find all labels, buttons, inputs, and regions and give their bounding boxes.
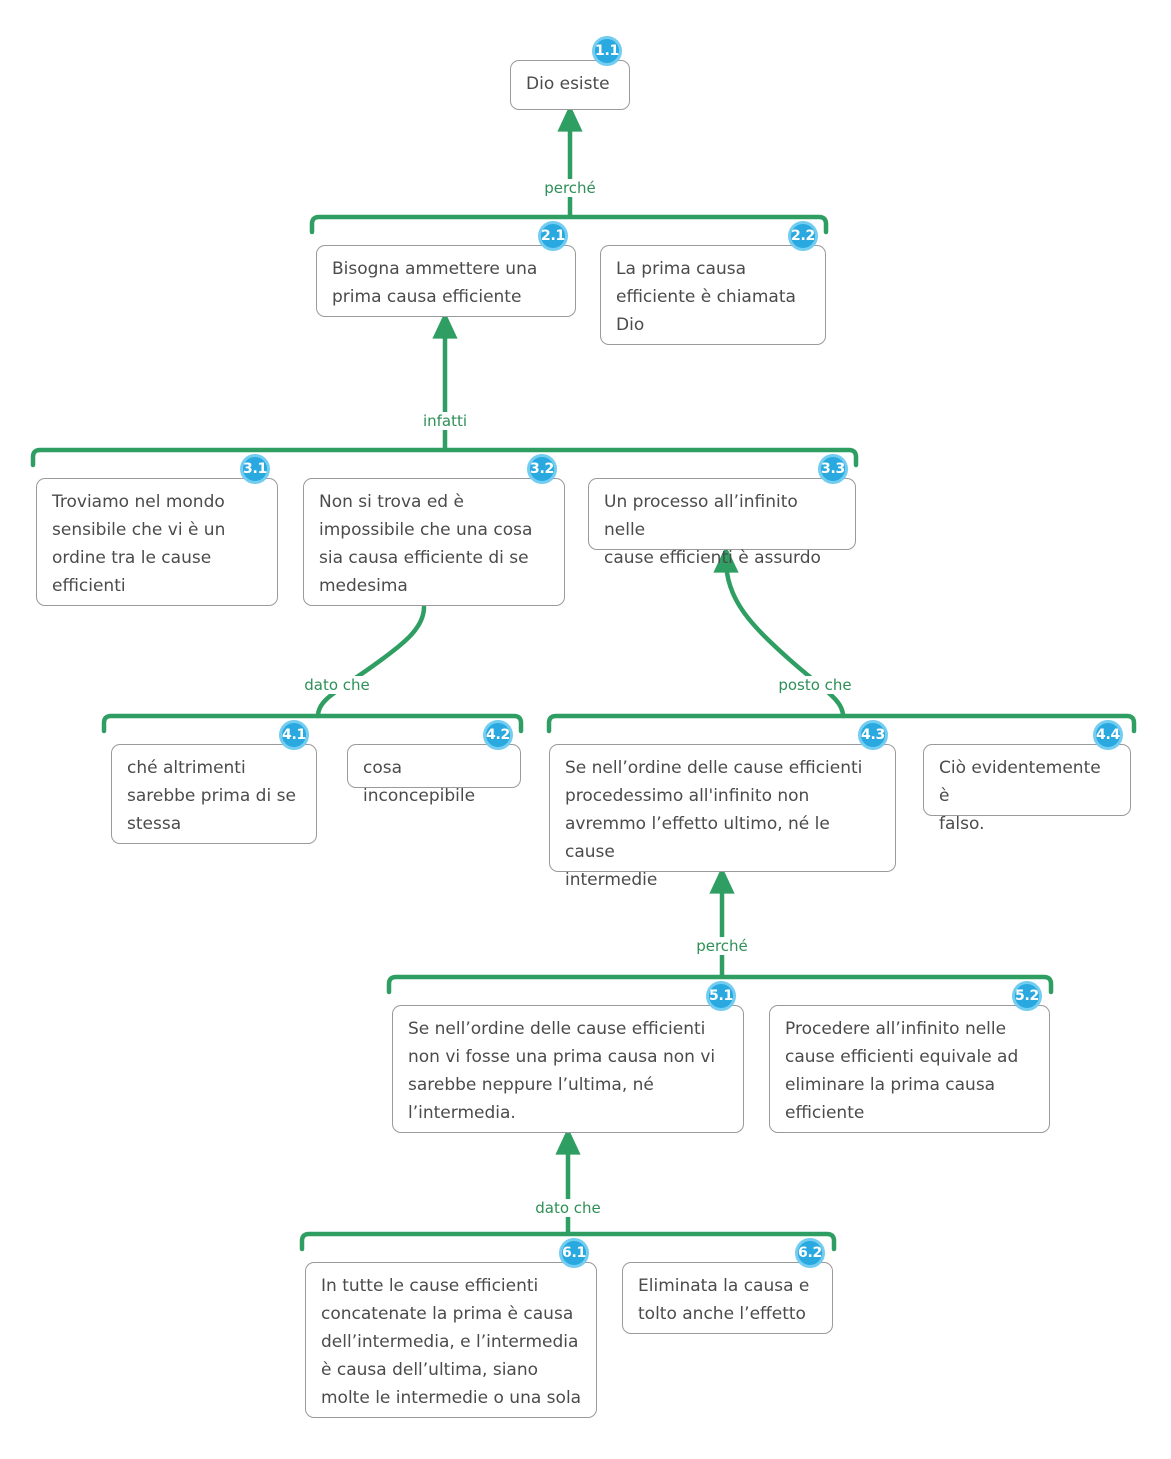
group-bracket-g2 — [309, 214, 829, 235]
node-badge-4-3[interactable]: 4.3 — [858, 720, 888, 750]
node-2-1[interactable]: Bisogna ammettere una prima causa effici… — [316, 245, 576, 317]
node-4-4[interactable]: Ciò evidentemente è falso. — [923, 744, 1131, 834]
node-5-2[interactable]: Procedere all’infinito nelle cause effic… — [769, 1005, 1050, 1133]
node-badge-6-2[interactable]: 6.2 — [795, 1238, 825, 1268]
node-badge-3-3[interactable]: 3.3 — [818, 454, 848, 484]
node-badge-3-2[interactable]: 3.2 — [527, 454, 557, 484]
node-1-1[interactable]: Dio esiste — [510, 60, 630, 110]
node-3-2[interactable]: Non si trova ed è impossibile che una co… — [303, 478, 565, 606]
node-badge-1-1[interactable]: 1.1 — [592, 36, 622, 66]
group-bracket-g4a — [101, 713, 524, 734]
group-bracket-g4b — [546, 713, 1137, 734]
edge-label-perche-1: perché — [539, 179, 601, 197]
node-badge-2-1[interactable]: 2.1 — [538, 221, 568, 251]
node-badge-4-1[interactable]: 4.1 — [279, 720, 309, 750]
node-badge-2-2[interactable]: 2.2 — [788, 221, 818, 251]
node-3-1[interactable]: Troviamo nel mondo sensibile che vi è un… — [36, 478, 278, 606]
node-badge-4-4[interactable]: 4.4 — [1093, 720, 1123, 750]
node-3-3[interactable]: Un processo all’infinito nelle cause eff… — [588, 478, 856, 568]
node-badge-4-2[interactable]: 4.2 — [483, 720, 513, 750]
group-bracket-g3 — [30, 447, 859, 468]
edge-label-posto-che: posto che — [773, 676, 857, 694]
node-4-3[interactable]: Se nell’ordine delle cause efficienti pr… — [549, 744, 896, 890]
node-badge-5-1[interactable]: 5.1 — [706, 981, 736, 1011]
node-badge-5-2[interactable]: 5.2 — [1012, 981, 1042, 1011]
node-badge-6-1[interactable]: 6.1 — [559, 1238, 589, 1268]
node-6-2[interactable]: Eliminata la causa e tolto anche l’effet… — [622, 1262, 833, 1334]
edge-label-infatti: infatti — [417, 412, 473, 430]
node-6-1[interactable]: In tutte le cause efficienti concatenate… — [305, 1262, 597, 1418]
node-2-2[interactable]: La prima causa efficiente è chiamata Dio — [600, 245, 826, 345]
edge-label-perche-2: perché — [691, 937, 753, 955]
edge-label-dato-che-1: dato che — [299, 676, 375, 694]
node-5-1[interactable]: Se nell’ordine delle cause efficienti no… — [392, 1005, 744, 1133]
node-badge-3-1[interactable]: 3.1 — [240, 454, 270, 484]
node-4-1[interactable]: ché altrimenti sarebbe prima di se stess… — [111, 744, 317, 844]
node-4-2[interactable]: cosa inconcepibile — [347, 744, 521, 806]
edge-4a-to-3.2 — [315, 604, 427, 719]
edge-label-dato-che-2: dato che — [530, 1199, 606, 1217]
